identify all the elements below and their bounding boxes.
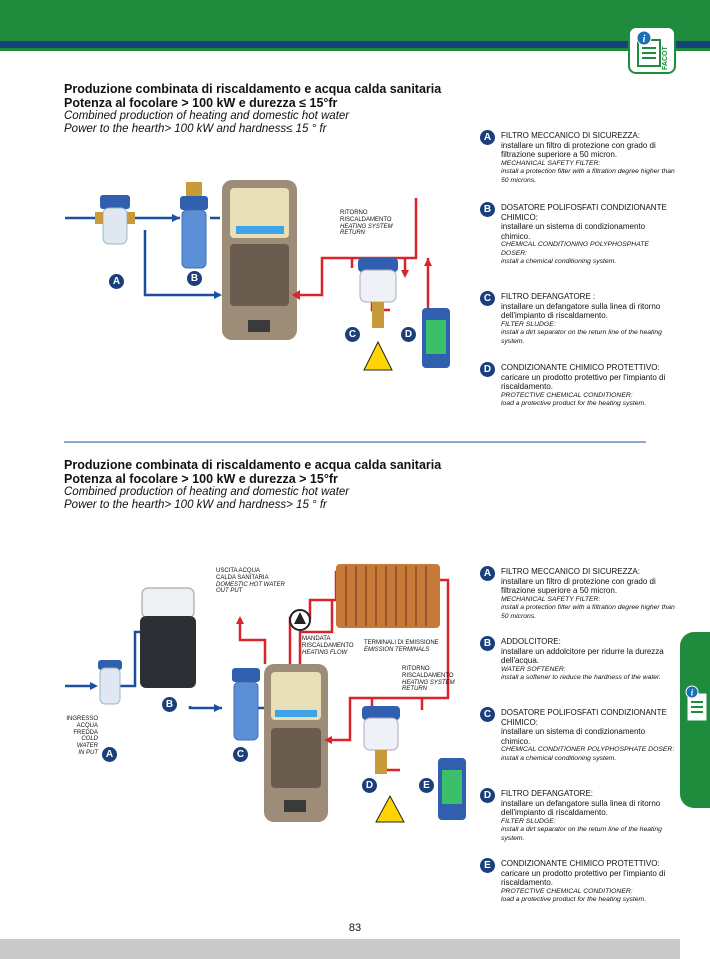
water-softener-b bbox=[140, 587, 196, 688]
boiler bbox=[222, 180, 297, 340]
section1-return-label: RITORNO RISCALDAMENTO HEATING SYSTEM RET… bbox=[340, 210, 393, 237]
boiler bbox=[264, 664, 328, 822]
section2-terminals-label: TERMINALI DI EMISSIONE EMISSION TERMINAL… bbox=[364, 640, 439, 653]
info-document-icon: i bbox=[685, 685, 707, 721]
dirt-separator-c bbox=[358, 258, 398, 328]
section2-marker-c: C bbox=[232, 746, 249, 763]
section2-inlet-label: INGRESSO ACQUA FREDDA COLD WATER IN PUT bbox=[66, 716, 98, 756]
protective-product-d bbox=[422, 308, 450, 368]
section1-title-en-2: Power to the hearth> 100 kW and hardness… bbox=[64, 123, 327, 135]
header-bar bbox=[0, 0, 710, 41]
section2-marker-b: B bbox=[161, 696, 178, 713]
section1-marker-c: C bbox=[344, 326, 361, 343]
section2-flow-label: MANDATA RISCALDAMENTO HEATING FLOW bbox=[302, 636, 354, 656]
section2-marker-d: D bbox=[361, 777, 378, 794]
polyphosphate-doser-b bbox=[180, 182, 208, 269]
section2-marker-a: A bbox=[101, 746, 118, 763]
section1-title-it-1: Produzione combinata di riscaldamento e … bbox=[64, 82, 442, 96]
section1-marker-a: A bbox=[108, 273, 125, 290]
section1-diagram bbox=[65, 180, 450, 371]
section1-marker-b: B bbox=[186, 270, 203, 287]
magnet-warning-icon bbox=[375, 794, 405, 823]
page-number: 83 bbox=[348, 922, 362, 934]
mechanical-filter-a bbox=[95, 195, 135, 245]
section2-heading: Produzione combinata di riscaldamento e … bbox=[64, 458, 504, 512]
section2-outlet-label: USCITA ACQUA CALDA SANITARIA DOMESTIC HO… bbox=[216, 568, 285, 595]
header-stripe-thin bbox=[0, 48, 710, 51]
side-tab[interactable]: i bbox=[680, 632, 710, 808]
section-divider bbox=[64, 441, 646, 443]
section1-title-en-1: Combined production of heating and domes… bbox=[64, 110, 350, 122]
facot-document-icon: i bbox=[636, 30, 661, 67]
svg-text:i: i bbox=[691, 688, 694, 698]
section1-title-it-2: Potenza al focolare > 100 kW e durezza ≤… bbox=[64, 96, 338, 110]
section2-title-en-1: Combined production of heating and domes… bbox=[64, 486, 350, 498]
footer-bar bbox=[0, 939, 680, 959]
polyphosphate-doser-c bbox=[232, 668, 260, 741]
section2-title-en-2: Power to the hearth> 100 kW and hardness… bbox=[64, 499, 327, 511]
section2-title-it-2: Potenza al focolare > 100 kW e durezza >… bbox=[64, 472, 338, 486]
section2-return-label: RITORNO RISCALDAMENTO HEATING SYSTEM RET… bbox=[402, 666, 455, 693]
magnet-warning-icon bbox=[363, 340, 393, 371]
protective-product-e bbox=[438, 758, 466, 820]
section2-marker-e: E bbox=[418, 777, 435, 794]
mechanical-filter-a bbox=[98, 660, 122, 705]
facot-logo: i FACOT bbox=[628, 26, 676, 74]
dirt-separator-d bbox=[362, 706, 400, 774]
section1-marker-d: D bbox=[400, 326, 417, 343]
section1-heading: Produzione combinata di riscaldamento e … bbox=[64, 82, 504, 136]
header-stripe bbox=[0, 41, 710, 48]
svg-text:i: i bbox=[643, 34, 646, 45]
radiator bbox=[336, 564, 440, 628]
section2-diagram bbox=[65, 564, 466, 823]
facot-label: FACOT bbox=[662, 46, 669, 70]
section2-title-it-1: Produzione combinata di riscaldamento e … bbox=[64, 458, 442, 472]
